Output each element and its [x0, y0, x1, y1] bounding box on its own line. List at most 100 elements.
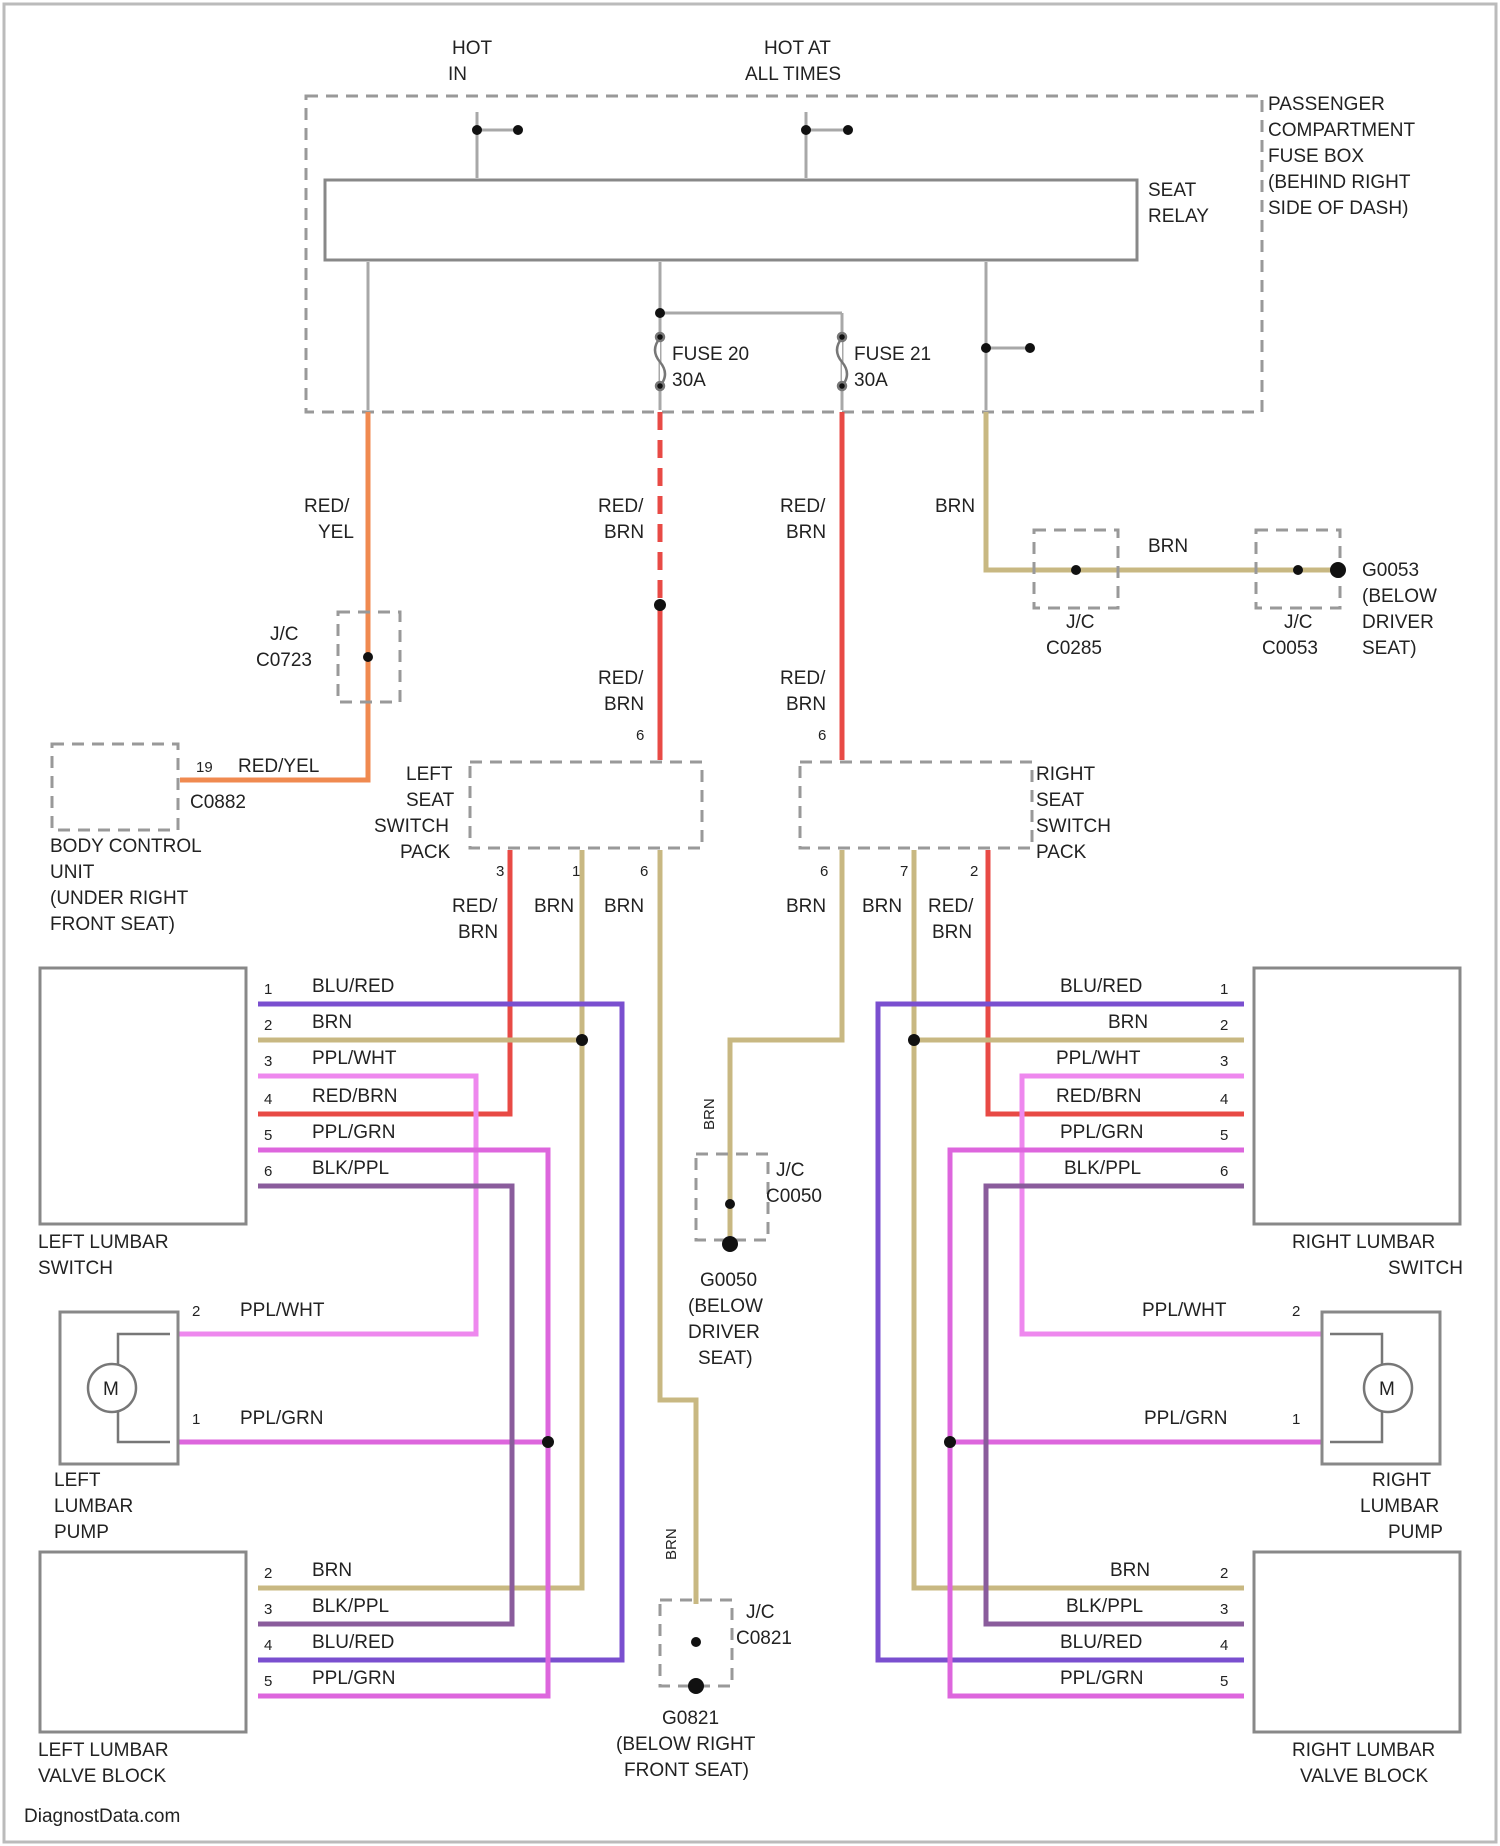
left-lumbar-switch: [40, 968, 246, 1224]
left-pack-pin-6: 6: [640, 863, 648, 880]
svg-text:RIGHT: RIGHT: [1036, 764, 1096, 785]
brn-vertical-label-right: BRN: [701, 1098, 718, 1130]
svg-text:BRN: BRN: [604, 896, 644, 917]
svg-text:PPL/WHT: PPL/WHT: [1056, 1048, 1141, 1069]
svg-text:3: 3: [1220, 1053, 1228, 1070]
right-pump-ppl-wht-label: PPL/WHT: [1142, 1300, 1227, 1321]
svg-text:4: 4: [264, 1637, 272, 1654]
svg-text:RED/: RED/: [780, 668, 826, 689]
right-seat-switch-pack: [800, 762, 1032, 848]
svg-text:4: 4: [1220, 1091, 1228, 1108]
fuse-split-node: [655, 308, 665, 318]
svg-text:IN: IN: [448, 64, 467, 85]
left-pack-pin-3: 3: [496, 863, 504, 880]
svg-text:HOT: HOT: [452, 38, 493, 59]
svg-text:RED/: RED/: [928, 896, 974, 917]
g0053-ground: [1330, 562, 1346, 578]
left-ppl-grn-node: [542, 1436, 554, 1448]
svg-text:PPL/GRN: PPL/GRN: [1060, 1668, 1143, 1689]
svg-text:FUSE 20: FUSE 20: [672, 344, 749, 365]
svg-text:RED/BRN: RED/BRN: [1056, 1086, 1142, 1107]
svg-text:BLU/RED: BLU/RED: [312, 1632, 394, 1653]
svg-text:RELAY: RELAY: [1148, 206, 1209, 227]
hot-in-node: [472, 125, 482, 135]
right-brn-node: [908, 1034, 920, 1046]
svg-text:BRN: BRN: [604, 522, 644, 543]
fuse-20-label: FUSE 20 30A: [672, 344, 749, 391]
svg-text:SEAT): SEAT): [698, 1348, 753, 1369]
svg-text:(UNDER RIGHT: (UNDER RIGHT: [50, 888, 189, 909]
jc-c0723-label: J/C C0723: [256, 624, 312, 671]
svg-text:BRN: BRN: [534, 896, 574, 917]
fuse-20-symbol: [655, 333, 665, 390]
fuse-21-label: FUSE 21 30A: [854, 344, 931, 391]
right-pack-wire-labels: BRN BRN RED/ BRN: [786, 896, 974, 943]
svg-text:DRIVER: DRIVER: [1362, 612, 1434, 633]
svg-text:LEFT: LEFT: [406, 764, 453, 785]
hot-in-feed: [477, 112, 518, 178]
svg-text:BRN: BRN: [786, 694, 826, 715]
svg-text:BRN: BRN: [862, 896, 902, 917]
svg-text:(BELOW: (BELOW: [1362, 586, 1437, 607]
svg-text:RED/: RED/: [780, 496, 826, 517]
svg-text:HOT AT: HOT AT: [764, 38, 831, 59]
svg-text:SEAT: SEAT: [406, 790, 455, 811]
right-lumbar-valve-block-label: RIGHT LUMBAR VALVE BLOCK: [1292, 1740, 1435, 1787]
svg-text:J/C: J/C: [270, 624, 299, 645]
left-pack-pin-6-in: 6: [636, 727, 644, 744]
svg-text:PACK: PACK: [400, 842, 451, 863]
svg-text:2: 2: [264, 1565, 272, 1582]
svg-text:BLU/RED: BLU/RED: [1060, 976, 1142, 997]
svg-text:1: 1: [1220, 981, 1228, 998]
svg-text:PPL/GRN: PPL/GRN: [312, 1122, 395, 1143]
right-ppl-grn-node: [944, 1436, 956, 1448]
red-brn-label-4: RED/ BRN: [780, 668, 826, 715]
wire-red-yel: [180, 412, 368, 780]
right-pump-ppl-grn-label: PPL/GRN: [1144, 1408, 1227, 1429]
svg-text:C0285: C0285: [1046, 638, 1102, 659]
svg-text:SEAT: SEAT: [1036, 790, 1085, 811]
jc-c0053-label: J/C C0053: [1262, 612, 1318, 659]
jc-c0723-node: [363, 652, 373, 662]
svg-text:C0723: C0723: [256, 650, 312, 671]
svg-text:SWITCH: SWITCH: [38, 1258, 113, 1279]
watermark: DiagnostData.com: [24, 1806, 180, 1827]
left-lumbar-switch-label: LEFT LUMBAR SWITCH: [38, 1232, 169, 1279]
red-brn-label-3: RED/ BRN: [780, 496, 826, 543]
left-seat-switch-pack: [470, 762, 702, 848]
hot-at-all-times-feed: [806, 112, 848, 178]
svg-text:6: 6: [1220, 1163, 1228, 1180]
svg-text:SWITCH: SWITCH: [1036, 816, 1111, 837]
svg-text:FRONT SEAT): FRONT SEAT): [50, 914, 175, 935]
wire-right-blk-ppl: [986, 1186, 1244, 1624]
svg-text:2: 2: [264, 1017, 272, 1034]
g0050-ground: [722, 1236, 738, 1252]
jc-c0050-label: J/C C0050: [766, 1160, 822, 1207]
left-pump-ppl-grn-label: PPL/GRN: [240, 1408, 323, 1429]
svg-text:30A: 30A: [854, 370, 888, 391]
svg-text:BLU/RED: BLU/RED: [1060, 1632, 1142, 1653]
svg-text:C0050: C0050: [766, 1186, 822, 1207]
right-seat-switch-pack-label: RIGHT SEAT SWITCH PACK: [1036, 764, 1111, 863]
svg-text:(BELOW: (BELOW: [688, 1296, 763, 1317]
body-control-unit-box: [52, 744, 178, 830]
svg-text:5: 5: [1220, 1673, 1228, 1690]
svg-text:BRN: BRN: [458, 922, 498, 943]
svg-text:4: 4: [264, 1091, 272, 1108]
svg-text:RED/: RED/: [304, 496, 350, 517]
right-pack-pin-6-in: 6: [818, 727, 826, 744]
hot-in-stub: [513, 125, 523, 135]
svg-text:RED/: RED/: [452, 896, 498, 917]
hot-in-label: HOT IN: [448, 38, 493, 85]
g0821-ground: [688, 1678, 704, 1694]
right-pack-pin-6: 6: [820, 863, 828, 880]
hot-all-times-stub: [843, 125, 853, 135]
svg-text:5: 5: [264, 1673, 272, 1690]
red-yel-inline-label: RED/YEL: [238, 756, 319, 777]
brn-feed-node: [981, 343, 991, 353]
left-pump-ppl-wht-label: PPL/WHT: [240, 1300, 325, 1321]
brn-feed-stub: [1025, 343, 1035, 353]
svg-text:G0821: G0821: [662, 1708, 719, 1729]
svg-text:4: 4: [1220, 1637, 1228, 1654]
svg-text:RED/BRN: RED/BRN: [312, 1086, 398, 1107]
